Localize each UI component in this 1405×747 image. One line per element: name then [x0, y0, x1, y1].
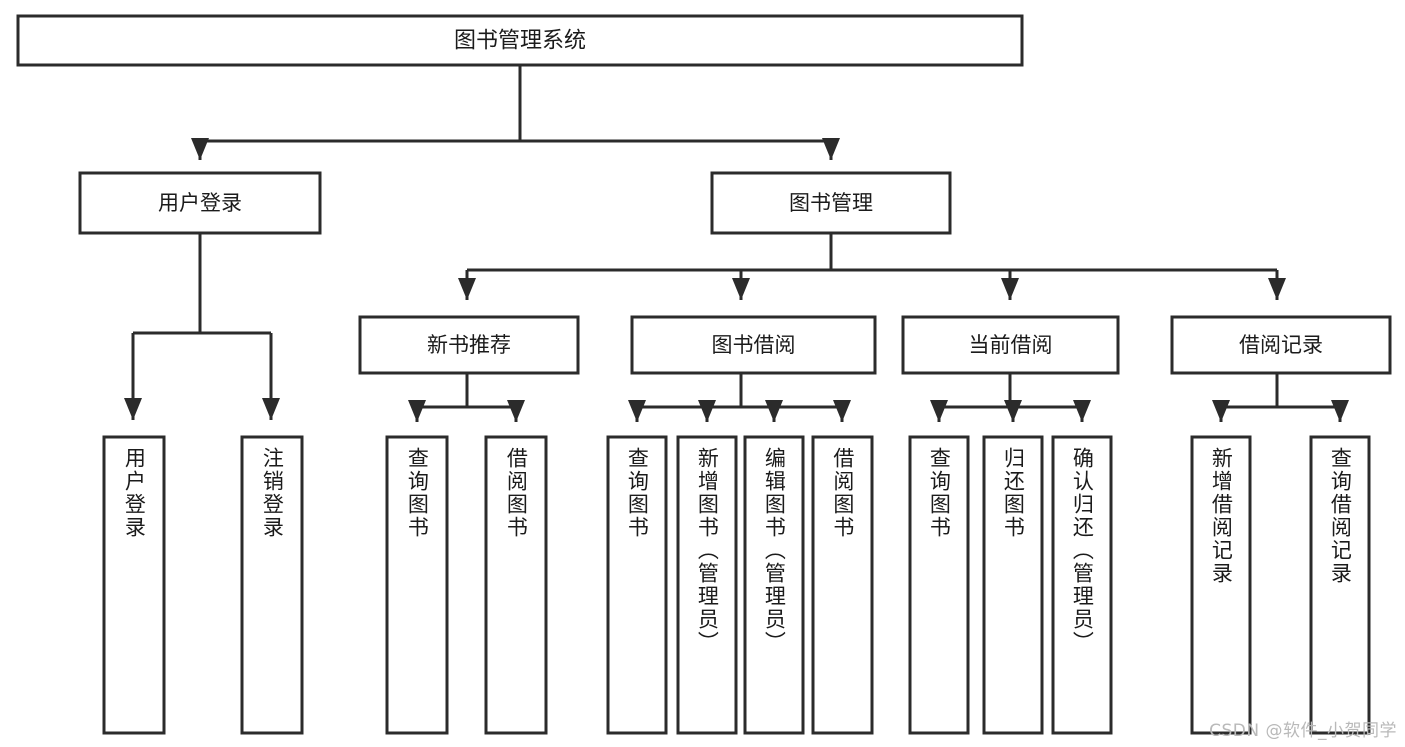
arrow-user-login [191, 138, 209, 160]
arrow-borrow-4 [833, 400, 851, 422]
node-label-book-borrow: 图书借阅 [712, 333, 796, 357]
node-label-current-borrow: 当前借阅 [969, 333, 1053, 357]
node-box-book-borrow[interactable] [630, 315, 877, 375]
arrow-new-book-recommend [458, 278, 476, 300]
node-leaf-query-book-borrow[interactable] [606, 435, 668, 735]
node-box-borrow-records[interactable] [1170, 315, 1392, 375]
node-label-root: 图书管理系统 [454, 29, 586, 54]
arrow-current-2 [1004, 400, 1022, 422]
node-box-leaf-query-book-current[interactable] [908, 435, 970, 735]
node-label-borrow-records: 借阅记录 [1239, 333, 1323, 357]
node-leaf-return-book[interactable] [982, 435, 1044, 735]
node-leaf-logout[interactable] [240, 435, 304, 735]
node-box-leaf-logout[interactable] [240, 435, 304, 735]
arrow-current-borrow [1001, 278, 1019, 300]
arrow-records-2 [1331, 400, 1349, 422]
node-box-leaf-confirm-return-admin[interactable] [1051, 435, 1113, 735]
arrow-current-1 [930, 400, 948, 422]
node-box-leaf-query-borrow-record[interactable] [1309, 435, 1371, 735]
node-box-leaf-query-book-borrow[interactable] [606, 435, 668, 735]
node-box-current-borrow[interactable] [901, 315, 1120, 375]
node-current-borrow[interactable]: 当前借阅 [901, 315, 1120, 375]
arrow-layer [124, 138, 1349, 422]
arrow-borrow-records [1268, 278, 1286, 300]
node-box-leaf-borrow-book[interactable] [811, 435, 874, 735]
node-box-leaf-return-book[interactable] [982, 435, 1044, 735]
arrow-borrow-3 [765, 400, 783, 422]
node-leaf-borrow-book[interactable] [811, 435, 874, 735]
node-box-user-login[interactable] [78, 171, 322, 235]
node-box-leaf-add-book-admin[interactable] [676, 435, 738, 735]
node-borrow-records[interactable]: 借阅记录 [1170, 315, 1392, 375]
node-box-root[interactable] [16, 14, 1024, 67]
node-book-management[interactable]: 图书管理 [710, 171, 952, 235]
arrow-borrow-2 [698, 400, 716, 422]
node-box-leaf-borrow-book-recommend[interactable] [484, 435, 548, 735]
node-leaf-add-borrow-record[interactable] [1190, 435, 1252, 735]
arrow-book-management [822, 138, 840, 160]
node-box-leaf-query-book-recommend[interactable] [385, 435, 449, 735]
node-leaf-query-book-current[interactable] [908, 435, 970, 735]
node-label-new-book-recommend: 新书推荐 [427, 333, 511, 357]
node-label-book-management: 图书管理 [789, 191, 873, 215]
node-user-login[interactable]: 用户登录 [78, 171, 322, 235]
arrow-current-3 [1073, 400, 1091, 422]
arrow-borrow-1 [628, 400, 646, 422]
watermark-text: CSDN @软件_小贺同学 [1209, 721, 1397, 741]
arrow-leaf-user-login [124, 398, 142, 420]
node-leaf-add-book-admin[interactable] [676, 435, 738, 735]
arrow-records-1 [1212, 400, 1230, 422]
arrow-book-borrow [732, 278, 750, 300]
node-box-book-management[interactable] [710, 171, 952, 235]
node-box-leaf-add-borrow-record[interactable] [1190, 435, 1252, 735]
arrow-recommend-2 [507, 400, 525, 422]
node-label-user-login: 用户登录 [158, 191, 242, 215]
node-leaf-borrow-book-recommend[interactable] [484, 435, 548, 735]
arrow-leaf-logout [262, 398, 280, 420]
node-leaf-edit-book-admin[interactable] [743, 435, 805, 735]
arrow-recommend-1 [408, 400, 426, 422]
node-root[interactable]: 图书管理系统 [16, 14, 1024, 67]
node-leaf-confirm-return-admin[interactable] [1051, 435, 1113, 735]
node-box-leaf-edit-book-admin[interactable] [743, 435, 805, 735]
node-box-new-book-recommend[interactable] [358, 315, 580, 375]
node-box-leaf-user-login[interactable] [102, 435, 166, 735]
node-new-book-recommend[interactable]: 新书推荐 [358, 315, 580, 375]
node-leaf-user-login[interactable] [102, 435, 166, 735]
node-book-borrow[interactable]: 图书借阅 [630, 315, 877, 375]
node-leaf-query-borrow-record[interactable] [1309, 435, 1371, 735]
node-leaf-query-book-recommend[interactable] [385, 435, 449, 735]
